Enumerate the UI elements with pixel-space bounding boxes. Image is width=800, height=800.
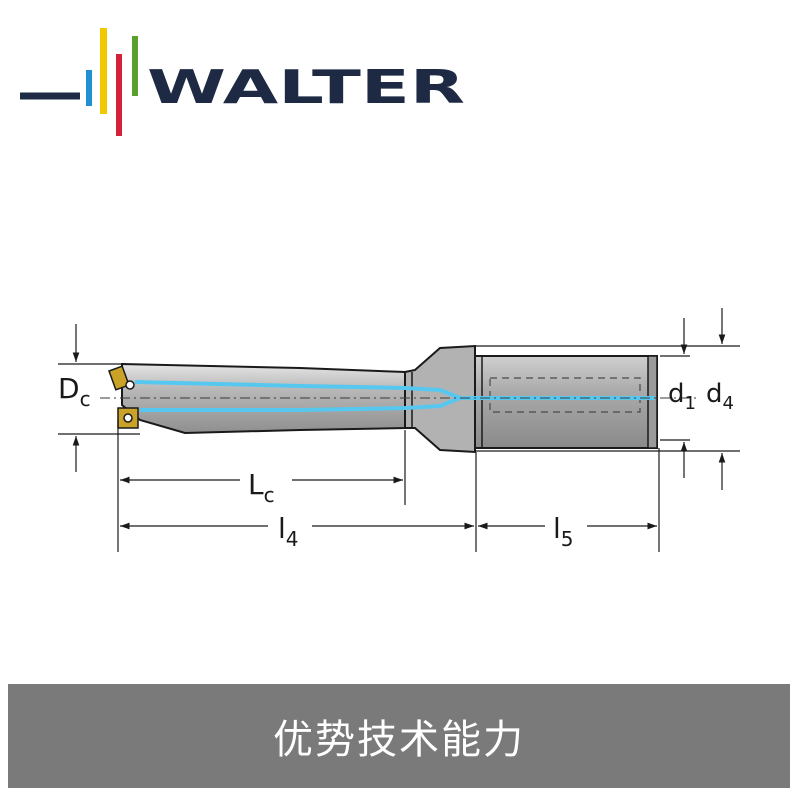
logo-stripe-yellow bbox=[100, 28, 107, 114]
insert-screw bbox=[125, 380, 135, 390]
logo-stripe-red bbox=[116, 54, 122, 136]
bottom-insert-screw bbox=[123, 413, 133, 423]
walter-logo: WALTER bbox=[20, 28, 465, 136]
l4-label: l4 bbox=[278, 512, 299, 551]
d1-label: d1 bbox=[668, 379, 696, 414]
shank-end-cap bbox=[647, 355, 658, 449]
l5-label: l5 bbox=[553, 512, 574, 551]
shank-hidden-bore bbox=[489, 377, 641, 413]
drill-shank bbox=[474, 355, 658, 449]
logo-wordmark: WALTER bbox=[147, 60, 465, 114]
feature-banner: 优势技术能力 bbox=[8, 684, 790, 788]
top-insert bbox=[108, 365, 130, 391]
drill-collar bbox=[404, 344, 476, 454]
banner-text: 优势技术能力 bbox=[273, 717, 525, 763]
lc-label: Lc bbox=[248, 468, 275, 507]
logo-stripe-blue bbox=[86, 70, 92, 106]
dc-label: Dc bbox=[58, 372, 91, 411]
coolant-channel-lower bbox=[140, 396, 461, 412]
coolant-channel-upper bbox=[134, 380, 655, 400]
logo-stripe-green bbox=[132, 36, 138, 96]
d4-label: d4 bbox=[706, 379, 734, 414]
